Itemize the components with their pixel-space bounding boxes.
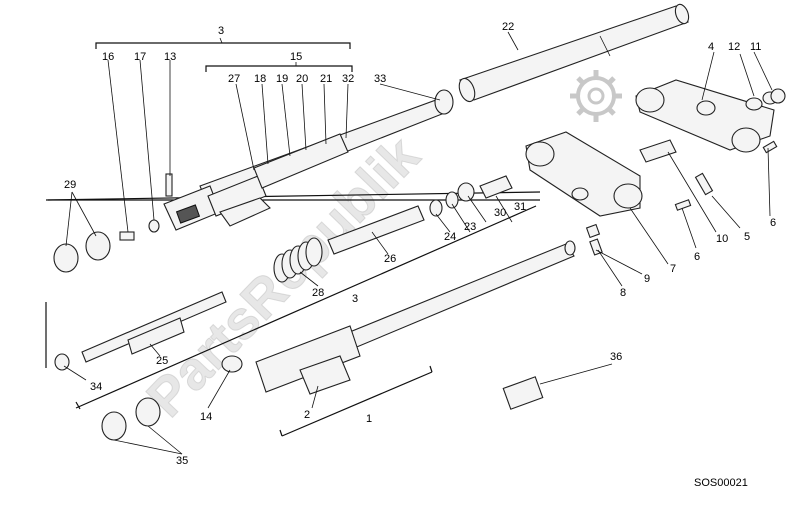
label-18: 18 <box>254 73 266 85</box>
fork-internals <box>54 175 513 371</box>
label-6-mid: 6 <box>694 251 700 263</box>
label-12: 12 <box>728 41 740 53</box>
label-14: 14 <box>200 411 212 423</box>
label-27: 27 <box>228 73 240 85</box>
label-5: 5 <box>744 231 750 243</box>
label-28: 28 <box>312 287 324 299</box>
label-21: 21 <box>320 73 332 85</box>
small-parts <box>119 88 786 410</box>
top-triple-clamp <box>635 79 778 153</box>
label-35: 35 <box>176 455 188 467</box>
label-1: 1 <box>366 413 372 425</box>
label-25: 25 <box>156 355 168 367</box>
outer-tube-22 <box>458 3 690 103</box>
label-15: 15 <box>290 51 302 63</box>
label-6-right: 6 <box>770 217 776 229</box>
label-7: 7 <box>670 263 676 275</box>
lower-fork-assembly <box>221 240 576 395</box>
label-30: 30 <box>494 207 506 219</box>
label-23: 23 <box>464 221 476 233</box>
lower-triple-clamp <box>525 131 677 217</box>
hose-clamps-35 <box>101 397 161 441</box>
label-29: 29 <box>64 179 76 191</box>
hose-clamps-29 <box>53 231 111 273</box>
spring-28 <box>273 237 323 283</box>
label-8: 8 <box>620 287 626 299</box>
label-31: 31 <box>514 201 526 213</box>
label-10: 10 <box>716 233 728 245</box>
label-4: 4 <box>708 41 714 53</box>
label-22: 22 <box>502 21 514 33</box>
label-20: 20 <box>296 73 308 85</box>
label-3-top: 3 <box>218 25 224 37</box>
gear-icon <box>570 70 622 122</box>
label-26: 26 <box>384 253 396 265</box>
label-3-mid: 3 <box>352 293 358 305</box>
label-19: 19 <box>276 73 288 85</box>
label-11: 11 <box>750 41 761 53</box>
label-33: 33 <box>374 73 386 85</box>
part-labels: 1 2 3 3 4 5 6 6 7 8 9 10 11 12 13 14 15 … <box>64 21 776 467</box>
label-16: 16 <box>102 51 114 63</box>
diagram-code: SOS00021 <box>694 477 748 489</box>
label-24: 24 <box>444 231 456 243</box>
leader-lines <box>63 31 773 455</box>
label-9: 9 <box>644 273 650 285</box>
upper-fork-assembly <box>163 89 454 231</box>
label-36: 36 <box>610 351 622 363</box>
label-17: 17 <box>134 51 146 63</box>
label-34: 34 <box>90 381 102 393</box>
label-13: 13 <box>164 51 176 63</box>
label-2: 2 <box>304 409 310 421</box>
label-32: 32 <box>342 73 354 85</box>
